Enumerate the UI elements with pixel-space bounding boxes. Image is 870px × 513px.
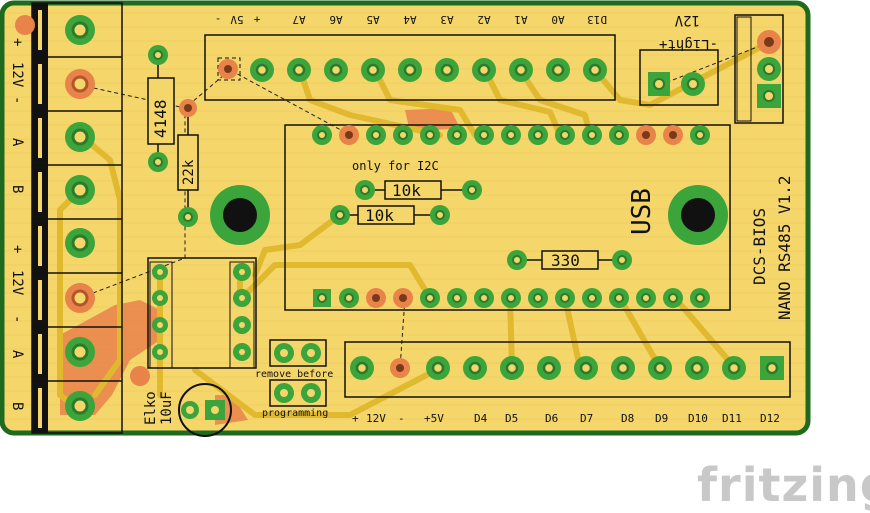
light-label: -Light+ [659, 36, 718, 52]
rs485-ic [147, 257, 257, 369]
bottom-pin-label: D9 [655, 412, 668, 425]
terminal-label: 12V [9, 62, 25, 88]
jumpers [269, 339, 327, 407]
bottom-pin-label: D7 [580, 412, 593, 425]
board-subtitle: DCS-BIOS [750, 208, 769, 285]
terminal-label: - [9, 96, 25, 104]
terminal-pads [15, 15, 95, 421]
top-pin-label: A0 [551, 13, 564, 26]
resistor-10k-b-label: 10k [365, 206, 394, 225]
terminal-labels: + 12V - A B + 12V - A B [9, 38, 25, 410]
top-pin-label: A2 [477, 13, 490, 26]
bottom-pin-label: D5 [505, 412, 518, 425]
terminal-label: B [9, 185, 25, 193]
terminal-label: 12V [9, 270, 25, 296]
resistor-330-label: 330 [551, 251, 580, 270]
top-pin-label: A6 [329, 13, 342, 26]
light-connector [639, 49, 719, 106]
header-bottom [344, 341, 791, 398]
mounting-holes [210, 185, 728, 245]
usb-label: USB [627, 188, 657, 235]
top-pin-label: A3 [440, 13, 453, 26]
top-pin-label: - [215, 13, 222, 26]
nano-outline [284, 124, 731, 311]
bottom-pin-label: - [398, 412, 405, 425]
terminal-label: + [9, 245, 25, 253]
top-pin-label: A1 [514, 13, 527, 26]
bottom-pin-label: D6 [545, 412, 558, 425]
bottom-pin-label: 12V [366, 412, 386, 425]
traces [57, 39, 773, 418]
electrolytic-cap [130, 366, 232, 437]
resistor-22k-label: 22k [181, 159, 197, 185]
terminal-label: B [9, 402, 25, 410]
i2c-note: only for I2C [352, 159, 439, 173]
resistor-pads [148, 45, 632, 270]
top-pin-label: A7 [292, 13, 305, 26]
light-labels: -Light+ 12V [659, 12, 718, 52]
bottom-pin-label: +5V [424, 412, 444, 425]
diode-label: 4148 [151, 99, 170, 138]
bottom-pin-label: D12 [760, 412, 780, 425]
header-top-pads [218, 58, 607, 82]
copper-pour-mid [405, 108, 460, 132]
nano-bottom-row [313, 288, 710, 308]
terminal-label: + [9, 38, 25, 46]
right-connector [734, 14, 784, 124]
bottom-pin-label: D8 [621, 412, 634, 425]
terminal-block-left [31, 2, 123, 434]
top-pin-label: A4 [403, 13, 417, 26]
nano-top-row [312, 125, 710, 145]
top-pin-label: D13 [587, 13, 607, 26]
top-pin-label: A5 [366, 13, 379, 26]
top-pin-label: + [253, 13, 260, 26]
jumper-note-1: remove before [255, 369, 333, 380]
fritzing-logo: fritzing [697, 458, 870, 512]
bottom-pin-label: + [352, 412, 359, 425]
header-top-labels: - 5V + A7 A6 A5 A4 A3 A2 A1 A0 D13 [215, 13, 607, 26]
terminal-label: - [9, 315, 25, 323]
jumper-note-2: programming [262, 408, 328, 419]
bottom-pin-label: D10 [688, 412, 708, 425]
terminal-label: A [9, 350, 25, 359]
board-title: NANO RS485 V1.2 [775, 176, 794, 321]
copper-pour-left [60, 300, 160, 415]
resistor-10k-a-label: 10k [392, 181, 421, 200]
top-pin-label: 5V [230, 13, 244, 26]
cap-label-2: 10uF [159, 391, 175, 425]
bottom-pin-label: D11 [722, 412, 742, 425]
terminal-label: A [9, 138, 25, 147]
header-bottom-labels: + 12V - +5V D4 D5 D6 D7 D8 D9 D10 D11 D1… [352, 412, 780, 425]
cap-label-1: Elko [143, 391, 159, 425]
silk-labels: NANO RS485 V1.2 DCS-BIOS USB only for I2… [143, 99, 794, 425]
bottom-pin-label: D4 [474, 412, 488, 425]
light-voltage: 12V [674, 12, 700, 28]
